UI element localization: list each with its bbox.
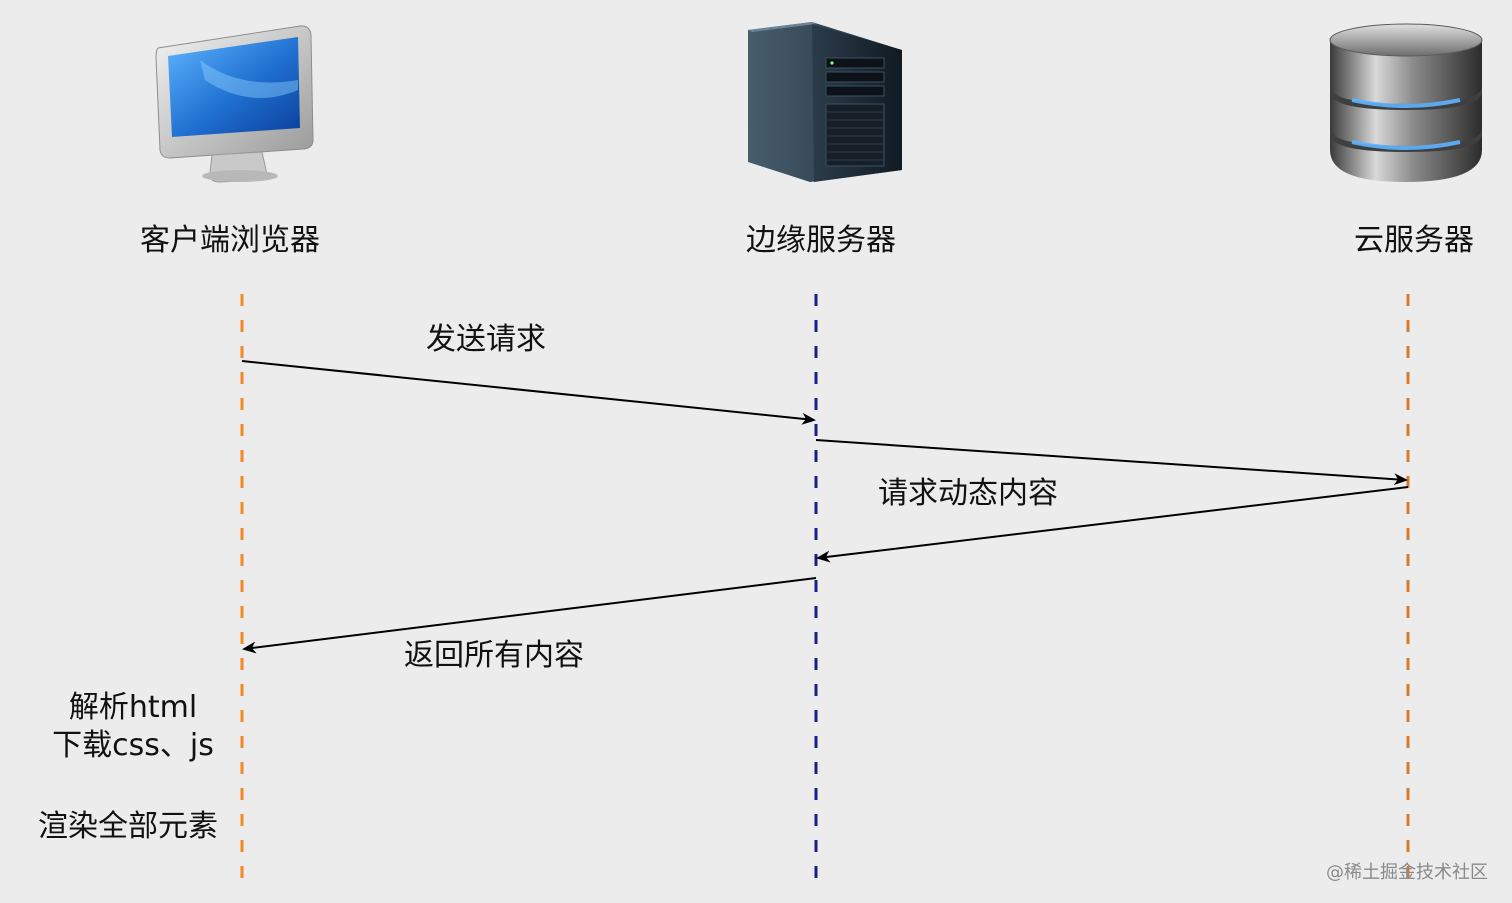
cloud-server-label: 云服务器 [1354,223,1474,258]
forward-request-arrow [815,439,1408,486]
parse-download-note: 解析html 下载css、js [40,689,226,765]
render-all-elements-note: 渲染全部元素 [38,809,218,844]
server-tower-icon [748,22,902,182]
return-all-content-arrow [242,577,817,654]
watermark: @稀土掘金技术社区 [1326,862,1488,883]
send-request-label: 发送请求 [426,322,546,357]
return-all-content-label: 返回所有内容 [404,638,584,673]
dynamic-content-label: 请求动态内容 [878,476,1058,511]
send-request-arrow [241,360,816,425]
client-browser-label: 客户端浏览器 [140,223,320,258]
download-css-js-text: 下载css、js [52,728,214,763]
parse-html-text: 解析html [68,690,198,725]
database-cylinder-icon [1329,23,1483,182]
edge-server-label: 边缘服务器 [746,223,896,258]
desktop-monitor-icon [155,25,314,183]
dynamic-content-arrow [816,486,1409,563]
